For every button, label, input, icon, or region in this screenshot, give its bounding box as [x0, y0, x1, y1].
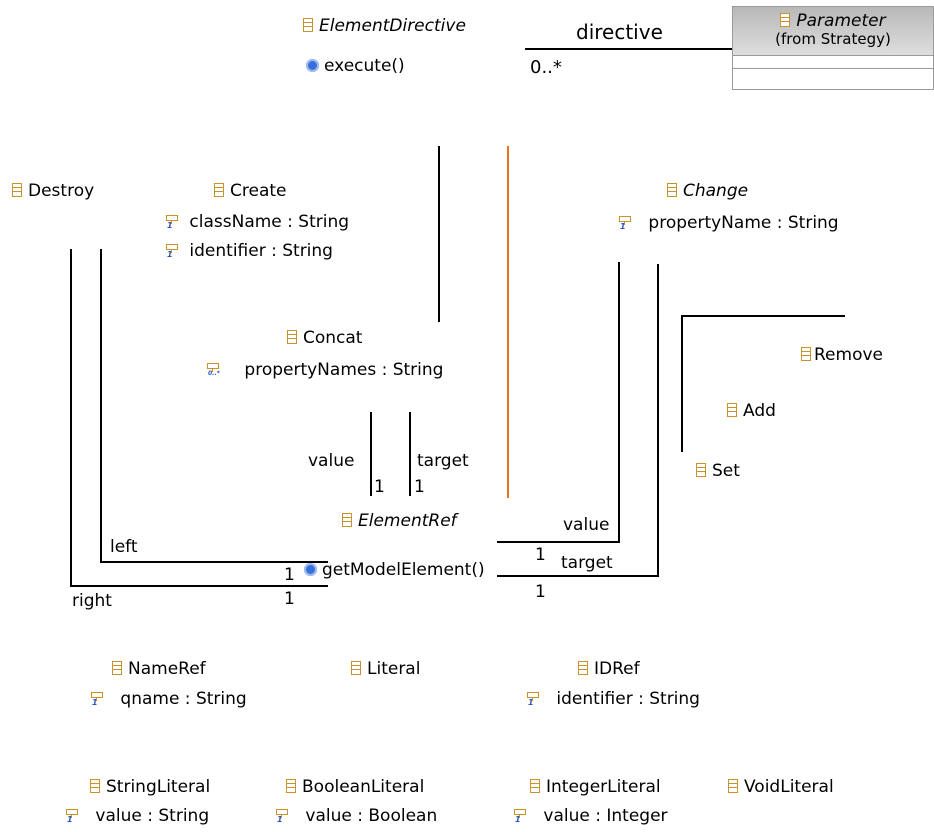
remove-class[interactable]: Remove [801, 345, 883, 365]
set-class[interactable]: Set [696, 461, 740, 481]
add-class[interactable]: Add [727, 401, 776, 421]
concat-value-multiplicity: 1 [374, 477, 385, 497]
parameter-attributes-compartment [733, 56, 933, 69]
concat-value-role: value [308, 451, 355, 471]
concat-attribute-propertynames[interactable]: 0..* propertyNames : String [207, 360, 444, 380]
element-ref-class[interactable]: ElementRef [342, 511, 457, 531]
stringliteral-attribute-value[interactable]: 1 value : String [66, 806, 210, 826]
attribute-icon: 1 [166, 244, 178, 259]
directive-multiplicity-label: 0..* [530, 57, 562, 78]
class-icon [90, 779, 100, 793]
class-icon [214, 183, 224, 197]
class-icon [578, 661, 588, 675]
change-target-multiplicity: 1 [535, 582, 546, 602]
change-value-multiplicity: 1 [535, 545, 546, 565]
destroy-right-role: right [72, 591, 112, 611]
change-value-role: value [563, 515, 610, 535]
parameter-class[interactable]: Parameter (from Strategy) [732, 6, 934, 90]
attribute-icon: 1 [276, 809, 288, 824]
idref-attribute-identifier[interactable]: 1 identifier : String [527, 689, 700, 709]
integerliteral-class[interactable]: IntegerLiteral [530, 777, 661, 797]
concat-target-role: target [417, 451, 469, 471]
create-class[interactable]: Create [214, 181, 287, 201]
attribute-icon: 1 [91, 692, 103, 707]
class-icon [696, 463, 706, 477]
destroy-class[interactable]: Destroy [12, 181, 94, 201]
destroy-left-line [100, 249, 328, 563]
class-icon [801, 347, 811, 361]
stringliteral-class[interactable]: StringLiteral [90, 777, 210, 797]
class-icon [780, 13, 791, 27]
concat-target-multiplicity: 1 [414, 477, 425, 497]
destroy-right-line [70, 249, 328, 587]
attribute-icon: 1 [514, 809, 526, 824]
change-subclasses-line [681, 315, 845, 452]
destroy-left-role: left [110, 537, 138, 557]
element-ref-operation[interactable]: getModelElement() [304, 560, 485, 580]
class-icon [727, 403, 737, 417]
destroy-left-multiplicity: 1 [284, 565, 295, 585]
class-icon [12, 183, 22, 197]
class-icon [728, 779, 738, 793]
class-icon [286, 779, 296, 793]
voidliteral-class[interactable]: VoidLiteral [728, 777, 834, 797]
class-icon [287, 330, 297, 344]
parameter-origin: (from Strategy) [775, 30, 891, 48]
operation-icon [306, 59, 319, 72]
element-directive-class[interactable]: ElementDirective [303, 16, 466, 36]
attribute-icon: 0..* [207, 363, 220, 378]
literal-class[interactable]: Literal [351, 659, 420, 679]
change-target-role: target [561, 553, 613, 573]
booleanliteral-class[interactable]: BooleanLiteral [286, 777, 424, 797]
class-icon [303, 18, 313, 32]
change-target-line [497, 264, 659, 577]
change-class[interactable]: Change [667, 181, 748, 201]
class-icon [112, 661, 122, 675]
attribute-icon: 1 [66, 809, 78, 824]
class-icon [351, 661, 361, 675]
attribute-icon: 1 [166, 215, 178, 230]
change-attribute-propertyname[interactable]: 1 propertyName : String [619, 213, 839, 233]
attribute-icon: 1 [619, 216, 631, 231]
nameref-attribute-qname[interactable]: 1 qname : String [91, 689, 247, 709]
class-icon [342, 513, 352, 527]
class-icon [667, 183, 677, 197]
booleanliteral-attribute-value[interactable]: 1 value : Boolean [276, 806, 438, 826]
nameref-class[interactable]: NameRef [112, 659, 206, 679]
attribute-icon: 1 [527, 692, 539, 707]
concat-class[interactable]: Concat [287, 328, 362, 348]
parameter-name: Parameter [796, 11, 886, 31]
element-directive-operation[interactable]: execute() [306, 56, 405, 76]
directive-role-label: directive [576, 20, 663, 44]
integerliteral-attribute-value[interactable]: 1 value : Integer [514, 806, 668, 826]
destroy-right-multiplicity: 1 [284, 589, 295, 609]
idref-class[interactable]: IDRef [578, 659, 640, 679]
class-icon [530, 779, 540, 793]
operation-icon [304, 563, 317, 576]
change-value-line [497, 262, 620, 543]
create-attribute-identifier[interactable]: 1 identifier : String [166, 241, 333, 261]
create-attribute-classname[interactable]: 1 className : String [166, 212, 350, 232]
